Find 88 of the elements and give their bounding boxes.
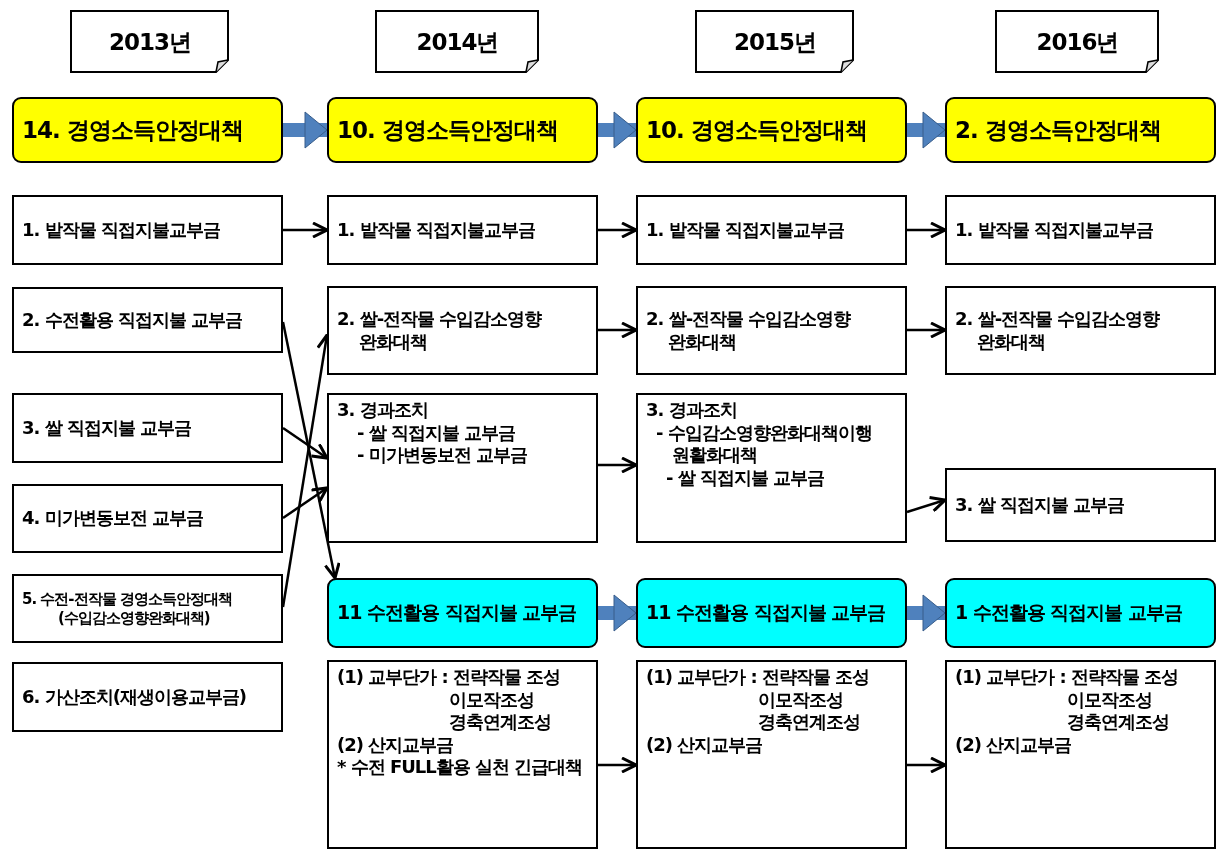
box-text: (2) 산지교부금	[955, 733, 1073, 756]
banner-text: 2. 경영소득안정대책	[955, 115, 1162, 145]
policy-banner	[636, 578, 907, 648]
box-text: 2. 쌀-전작물 수입감소영향 완화대책	[337, 308, 543, 353]
box-text: 3. 경과조치	[646, 399, 738, 422]
policy-box	[12, 662, 283, 732]
banner-text: 10. 경영소득안정대책	[337, 115, 559, 145]
box-text: 경축연계조성	[1066, 711, 1170, 734]
policy-banner	[12, 97, 283, 163]
box-text: 이모작조성	[1066, 688, 1153, 711]
policy-box	[12, 195, 283, 265]
box-text: 1. 밭작물 직접지불교부금	[955, 218, 1154, 242]
box-text: 이모작조성	[448, 688, 535, 711]
box-text: 이모작조성	[757, 688, 844, 711]
arrow	[598, 756, 638, 774]
policy-banner	[327, 97, 598, 163]
block-arrow	[283, 111, 328, 149]
policy-box	[327, 195, 598, 265]
policy-box	[945, 286, 1216, 375]
policy-box	[636, 195, 907, 265]
box-text: - 수입감소영향완화대책이행 원활화대책	[655, 421, 873, 467]
banner-text: 11 수전활용 직접지불 교부금	[337, 601, 578, 625]
arrow	[907, 756, 947, 774]
box-text: * 수전 FULL활용 실천 긴급대책	[337, 756, 584, 779]
block-arrow	[598, 594, 637, 632]
box-text: 2. 쌀-전작물 수입감소영향 완화대책	[646, 308, 852, 353]
arrow	[907, 321, 947, 339]
arrow	[598, 321, 638, 339]
box-text: 1. 밭작물 직접지불교부금	[337, 218, 536, 242]
box-text: 3. 경과조치	[337, 399, 429, 422]
box-text: (1) 교부단가 : 전략작물 조성	[955, 666, 1180, 689]
policy-banner	[636, 97, 907, 163]
policy-box	[945, 468, 1216, 542]
year-tab	[695, 10, 855, 74]
banner-text: 11 수전활용 직접지불 교부금	[646, 601, 887, 625]
arrow	[598, 456, 638, 474]
year-label: 2016년	[1036, 27, 1119, 57]
policy-box	[636, 660, 907, 849]
policy-box	[327, 393, 598, 543]
box-text: 6. 가산조치(재생이용교부금)	[22, 685, 248, 709]
policy-box	[12, 393, 283, 463]
box-text: 5. 수전-전작물 경영소득안정대책 (수입감소영향완화대책)	[22, 589, 233, 628]
box-text: - 쌀 직접지불 교부금	[665, 466, 826, 489]
box-text: 4. 미가변동보전 교부금	[22, 507, 204, 530]
arrow	[282, 426, 329, 460]
arrow	[906, 496, 947, 514]
year-label: 2015년	[734, 27, 816, 57]
year-tab	[995, 10, 1160, 74]
policy-banner	[945, 97, 1216, 163]
policy-box	[945, 660, 1216, 849]
box-text: (1) 교부단가 : 전략작물 조성	[337, 666, 562, 689]
year-label: 2013년	[109, 27, 191, 57]
policy-box	[12, 574, 283, 643]
block-arrow	[907, 594, 946, 632]
box-text: - 미가변동보전 교부금	[356, 444, 528, 467]
box-text: 1. 밭작물 직접지불교부금	[22, 218, 221, 242]
year-tab	[70, 10, 230, 74]
box-text: 2. 쌀-전작물 수입감소영향 완화대책	[955, 308, 1161, 353]
banner-text: 1 수전활용 직접지불 교부금	[955, 601, 1184, 625]
policy-banner	[945, 578, 1216, 648]
arrow	[598, 221, 638, 239]
policy-box	[327, 286, 598, 375]
box-text: 3. 쌀 직접지불 교부금	[955, 493, 1126, 517]
box-text: 경축연계조성	[448, 711, 552, 734]
policy-box	[12, 484, 283, 553]
block-arrow	[907, 111, 946, 149]
policy-banner	[327, 578, 598, 648]
box-text: (2) 산지교부금	[646, 733, 764, 756]
box-text: 2. 수전활용 직접지불 교부금	[22, 308, 244, 332]
box-text: (1) 교부단가 : 전략작물 조성	[646, 666, 871, 689]
arrow	[907, 221, 947, 239]
policy-box	[327, 660, 598, 849]
policy-box	[636, 393, 907, 543]
policy-box	[12, 287, 283, 353]
year-tab	[375, 10, 540, 74]
year-label: 2014년	[416, 27, 499, 57]
box-text: 경축연계조성	[757, 711, 861, 734]
banner-text: 14. 경영소득안정대책	[22, 115, 244, 145]
arrow	[282, 486, 329, 520]
box-text: - 쌀 직접지불 교부금	[356, 421, 517, 444]
policy-box	[945, 195, 1216, 265]
banner-text: 10. 경영소득안정대책	[646, 115, 868, 145]
box-text: 3. 쌀 직접지불 교부금	[22, 416, 193, 440]
box-text: 1. 밭작물 직접지불교부금	[646, 218, 845, 242]
arrow	[283, 221, 329, 239]
block-arrow	[598, 111, 637, 149]
policy-box	[636, 286, 907, 375]
box-text: (2) 산지교부금	[337, 733, 455, 756]
